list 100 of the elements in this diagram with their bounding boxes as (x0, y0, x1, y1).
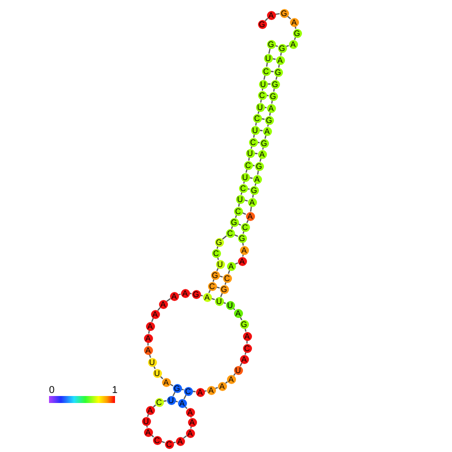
nucleotide-circle: C (208, 282, 216, 290)
nucleotide-circle: A (246, 212, 254, 220)
nucleotide-circle: U (264, 54, 272, 62)
nucleotide-circle: C (212, 248, 220, 258)
nucleotide-circle: A (242, 332, 252, 340)
nucleotide-circle: G (230, 218, 238, 226)
nucleotide-circle: C (244, 160, 252, 170)
backbone-line (240, 362, 242, 366)
nucleotide-circle: A (162, 378, 170, 386)
nucleotide-circle: U (234, 366, 242, 374)
nucleotide-circle: A (266, 104, 276, 112)
nucleotide-circle: A (202, 292, 212, 302)
backbone-line (166, 298, 171, 302)
nucleotide-circle: C (226, 228, 234, 238)
nucleotide-circle: U (152, 368, 162, 378)
nucleotide-circle: A (146, 406, 154, 414)
nucleotide-circle: G (238, 234, 246, 242)
nucleotide-circle: U (258, 80, 268, 88)
nucleotide-circle: A (240, 246, 248, 254)
backbone-line (190, 416, 192, 418)
nucleotide-circle: U (214, 296, 224, 306)
nucleotide-circle: A (144, 346, 152, 354)
nucleotide-circle: A (218, 382, 226, 390)
nucleotide-circle: A (262, 126, 272, 136)
nucleotide-circle: C (222, 274, 232, 282)
nucleotide-circle: A (176, 436, 184, 446)
nucleotide-circle: A (144, 334, 152, 342)
nucleotide-circle: A (276, 56, 284, 64)
scale-label: 0 (49, 386, 55, 396)
nucleotide-circle: A (146, 322, 154, 330)
backbone-line (222, 235, 227, 240)
nucleotide-circle: A (158, 300, 168, 308)
nucleotide-circle: A (234, 308, 242, 318)
nucleotide-circle: G (258, 20, 266, 28)
nucleotide-circle: U (166, 396, 176, 404)
nucleotide-circle: G (292, 28, 302, 38)
nucleotide-circle: G (264, 116, 274, 124)
nucleotide-circle: G (210, 270, 220, 280)
nucleotide-circle: A (226, 262, 236, 270)
nucleotide-circle: A (252, 174, 262, 184)
backbone-line (157, 307, 161, 311)
nucleotide-circle: C (164, 440, 174, 448)
nucleotide-circle: G (270, 80, 280, 88)
scale-label: 1 (112, 386, 118, 396)
nucleotide-circle: A (188, 418, 196, 426)
nucleotide-circle: A (196, 388, 204, 396)
nucleotide-circle: C (184, 386, 192, 396)
nucleotide-circle: G (220, 284, 228, 294)
nucleotide-circle: A (226, 374, 236, 384)
nucleotide-circle: U (236, 194, 244, 204)
nucleotide-circle: G (172, 384, 182, 392)
nucleotide-circle: A (290, 18, 298, 26)
nucleotide-circle: G (250, 186, 258, 194)
nucleotide-circle: C (242, 344, 252, 352)
nucleotide-circle: A (170, 292, 178, 300)
nucleotide-circle: A (180, 288, 190, 298)
nucleotide-circle: G (268, 92, 278, 100)
nucleotide-circle: A (186, 428, 194, 438)
backbone-line (183, 435, 187, 439)
nucleotide-circle: C (238, 184, 248, 192)
nucleotide-circle: G (192, 290, 200, 298)
nucleotide-circle: G (280, 8, 288, 18)
nucleotide-circle: A (288, 40, 298, 48)
nucleotide-circle: C (258, 90, 266, 100)
nucleotide-circle: U (226, 300, 234, 310)
nucleotide-circle: A (144, 428, 152, 436)
nucleotide-circle: U (216, 260, 224, 268)
nucleotide-circle: C (248, 138, 258, 146)
nucleotide-circle: U (256, 102, 264, 112)
nucleotide-circle: U (250, 126, 260, 134)
nucleotide-circle: G (266, 40, 276, 48)
nucleotide-circle: A (238, 256, 246, 266)
nucleotide-circle: A (266, 10, 276, 20)
nucleotide-circle: C (234, 206, 242, 216)
nucleotide-circle: C (262, 66, 270, 76)
backbone-line (234, 262, 238, 265)
backbone-line (183, 394, 187, 400)
backbone-line (250, 206, 252, 212)
nucleotide-circle: A (258, 150, 266, 158)
nucleotide-circle: G (214, 238, 224, 246)
nucleotide-circle: A (240, 354, 248, 364)
nucleotide-circle: C (154, 398, 164, 406)
nucleotide-circle: C (252, 114, 262, 122)
nucleotide-circle: C (240, 222, 250, 232)
nucleotide-circle: G (274, 68, 282, 76)
nucleotide-circle: A (248, 198, 256, 206)
backbone-line (246, 220, 249, 224)
nucleotide-circle: A (186, 408, 194, 416)
backbone-line (216, 268, 219, 272)
nucleotide-circle: A (178, 398, 186, 408)
nucleotide-circle: U (142, 416, 150, 426)
nucleotide-circle: G (240, 320, 248, 328)
nucleotide-circle: U (246, 148, 254, 158)
backbone-line (208, 290, 211, 294)
nucleotide-circle: A (206, 386, 216, 394)
nucleotide-circle: C (152, 436, 162, 444)
nucleotide-circle: G (254, 162, 264, 170)
nucleotide-circle: G (260, 138, 268, 148)
nucleotide-circle: A (150, 310, 160, 318)
nucleotide-circle: G (278, 44, 286, 52)
